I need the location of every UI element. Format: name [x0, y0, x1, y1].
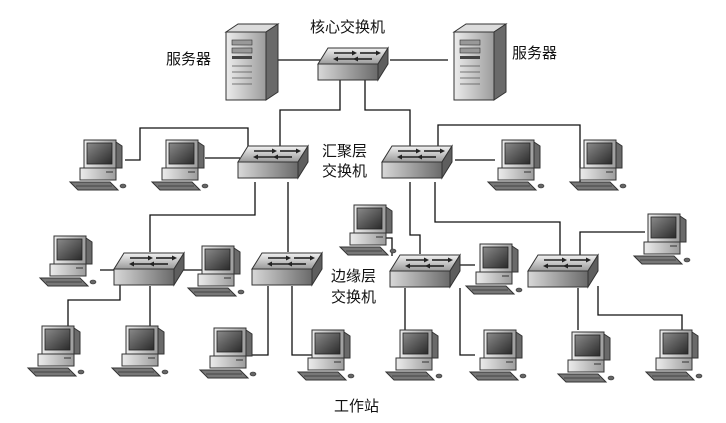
- edge-switch-1-icon: [113, 252, 185, 286]
- server-right-label: 服务器: [512, 44, 558, 62]
- core-switch-label: 核心交换机: [310, 18, 386, 36]
- aggregation-switch-label-line2: 交换机: [322, 162, 368, 180]
- workstation-icon: [569, 139, 627, 191]
- workstation-icon: [111, 325, 169, 377]
- workstation-icon: [151, 139, 209, 191]
- workstation-icon: [339, 204, 397, 256]
- workstation-icon: [557, 331, 615, 383]
- workstation-icon: [385, 329, 443, 381]
- core-switch-icon: [317, 47, 389, 81]
- edge-switch-2-icon: [251, 252, 323, 286]
- workstation-icon: [633, 213, 691, 265]
- workstation-icon: [465, 243, 523, 295]
- server-right-icon: [453, 23, 507, 101]
- workstation-icon: [69, 139, 127, 191]
- workstation-icon: [469, 329, 527, 381]
- server-left-label: 服务器: [166, 50, 212, 68]
- aggregation-switch-right-icon: [381, 145, 453, 179]
- edge-switch-label-line1: 边缘层: [331, 267, 377, 285]
- server-left-icon: [225, 23, 279, 101]
- workstation-icon: [187, 245, 245, 297]
- workstation-icon: [199, 327, 257, 379]
- workstation-icon: [39, 235, 97, 287]
- workstations-label: 工作站: [334, 397, 380, 415]
- edge-switch-3-icon: [389, 254, 461, 288]
- aggregation-switch-label-line1: 汇聚层: [322, 142, 368, 160]
- aggregation-switch-left-icon: [237, 145, 309, 179]
- workstation-icon: [27, 325, 85, 377]
- connection-lines: [67, 59, 683, 356]
- workstation-icon: [487, 139, 545, 191]
- workstation-icon: [645, 329, 703, 381]
- edge-switch-4-icon: [527, 254, 599, 288]
- edge-switch-label-line2: 交换机: [331, 288, 377, 306]
